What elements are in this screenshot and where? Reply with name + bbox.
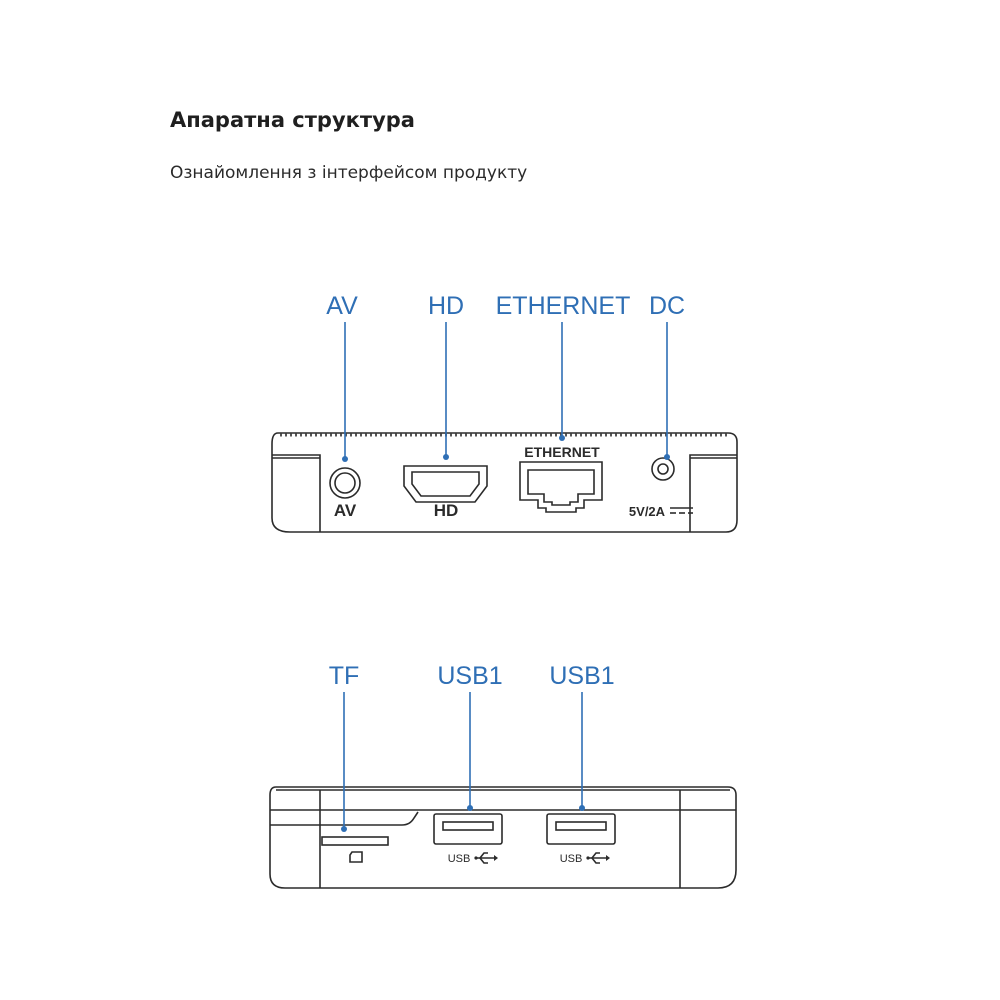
side-callouts: TF USB1 USB1 (329, 662, 615, 832)
page-title: Апаратна структура (170, 108, 415, 132)
callout-ethernet: ETHERNET (496, 292, 631, 320)
printed-av-label: AV (334, 501, 357, 520)
page-subtitle: Ознайомлення з інтерфейсом продукту (170, 163, 528, 183)
usb-symbol-icon (474, 852, 498, 864)
printed-hd-label: HD (434, 501, 459, 520)
callout-tf: TF (329, 662, 360, 690)
rear-callouts: AV HD ETHERNET DC (326, 292, 685, 462)
callout-usb1-right: USB1 (549, 662, 614, 690)
usb-symbol-icon (586, 852, 610, 864)
side-panel-device: USB USB (269, 786, 737, 889)
callout-av: AV (326, 292, 358, 320)
printed-dc-label: 5V/2A (629, 504, 666, 519)
callout-dc: DC (649, 292, 685, 320)
printed-ethernet-label: ETHERNET (524, 444, 600, 460)
callout-usb1-left: USB1 (437, 662, 502, 690)
rear-panel-device: AV HD ETHERNET 5V/2A (271, 432, 738, 533)
printed-usb-right: USB (560, 853, 583, 865)
printed-usb-left: USB (448, 853, 471, 865)
callout-hd: HD (428, 292, 464, 320)
